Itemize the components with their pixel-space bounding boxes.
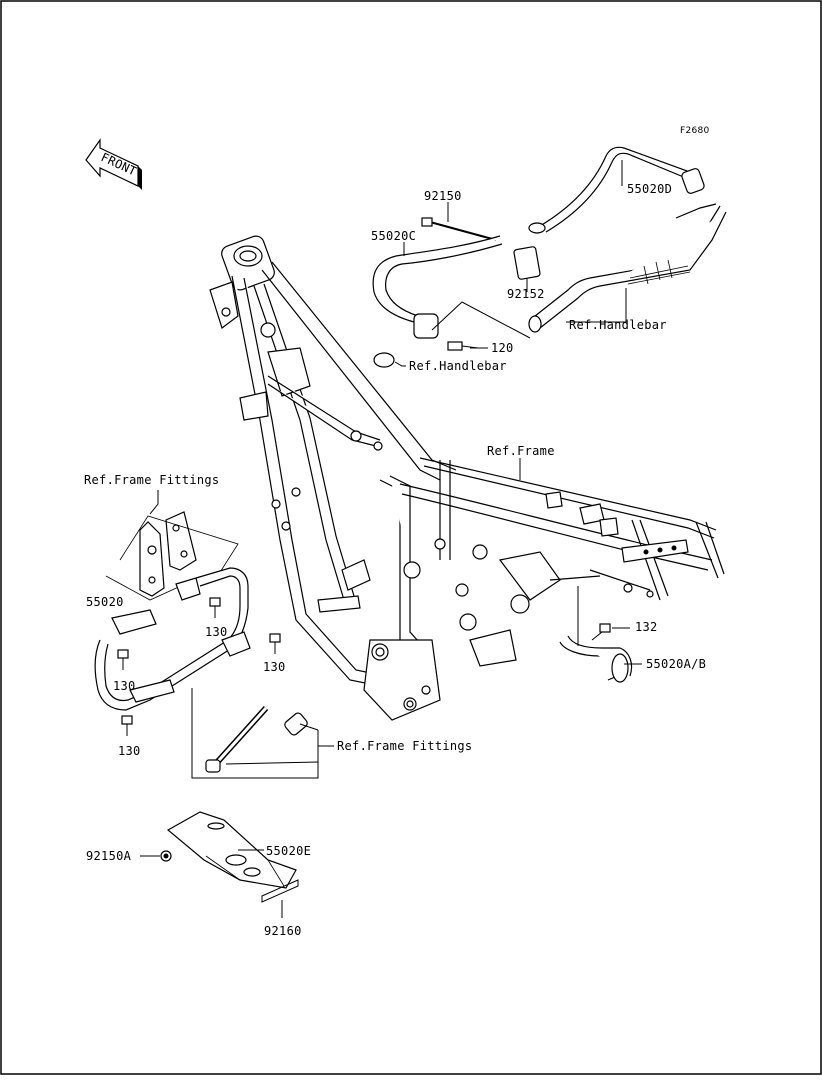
- callout-ref-handlebar-right: Ref.Handlebar: [569, 318, 667, 332]
- callout-92160: 92160: [264, 924, 302, 938]
- leader-bottom-bracket: [191, 688, 319, 779]
- callout-130-d: 130: [118, 744, 141, 758]
- callout-55020E: 55020E: [266, 844, 311, 858]
- front-arrow-icon: FRONT: [85, 138, 142, 190]
- callout-55020C: 55020C: [371, 229, 416, 243]
- leader-frame-fittings-top: [149, 490, 159, 515]
- callout-92152: 92152: [507, 287, 545, 301]
- callout-130-a: 130: [205, 625, 228, 639]
- main-frame-drawing: [209, 235, 725, 721]
- pivot-rod-drawing: [205, 705, 308, 773]
- callout-130-b: 130: [263, 660, 286, 674]
- callout-55020AB: 55020A/B: [646, 657, 706, 671]
- skid-plate-55020E-drawing: [166, 811, 297, 889]
- frame-fittings-plates-drawing: [105, 511, 239, 601]
- leader-handlebar-v: [431, 301, 531, 339]
- callout-120: 120: [491, 341, 514, 355]
- spacer-92152-drawing: [513, 246, 541, 280]
- callout-ref-frame-fittings-bottom: Ref.Frame Fittings: [337, 739, 472, 753]
- callout-55020: 55020: [86, 595, 124, 609]
- callout-130-c: 130: [113, 679, 136, 693]
- callout-55020D: 55020D: [627, 182, 672, 196]
- callout-ref-handlebar-left: Ref.Handlebar: [409, 359, 507, 373]
- figure-code: F2680: [680, 126, 710, 136]
- callout-92150-top: 92150: [424, 189, 462, 203]
- clip-92160-drawing: [261, 879, 299, 903]
- guard-55020AB-drawing: [559, 635, 633, 683]
- handlebar-end-drawing: [373, 352, 395, 368]
- guard-55020D-drawing: [528, 146, 705, 234]
- bolt-120-drawing: [447, 341, 479, 351]
- bolt-132-drawing: [591, 623, 611, 641]
- callout-ref-frame: Ref.Frame: [487, 444, 555, 458]
- leader-spacer: [299, 723, 319, 731]
- handlebar-right-drawing: [528, 203, 727, 333]
- callout-132: 132: [635, 620, 658, 634]
- callout-ref-frame-fittings-top: Ref.Frame Fittings: [84, 473, 219, 487]
- leader-handlebar-left: [394, 361, 406, 367]
- bolts-130-drawing: [117, 597, 281, 736]
- bolt-92150-drawing: [421, 217, 497, 241]
- leader-rod: [225, 761, 319, 765]
- leader-handlebar-right: [566, 288, 627, 323]
- callout-92150A: 92150A: [86, 849, 132, 863]
- bolt-92150A-drawing: [160, 850, 172, 862]
- guard-55020C-drawing: [372, 235, 503, 339]
